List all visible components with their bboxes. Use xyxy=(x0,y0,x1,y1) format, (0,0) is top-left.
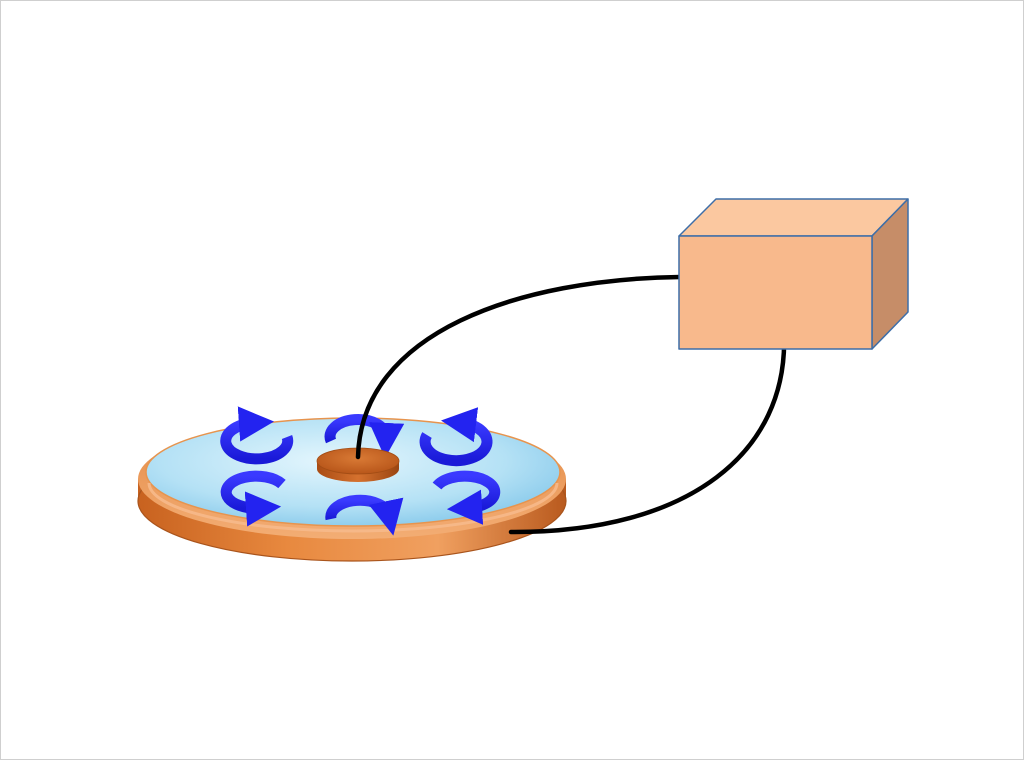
wire-to-electrode xyxy=(355,274,683,460)
center-electrode xyxy=(316,447,400,482)
box-front-face xyxy=(678,235,873,350)
circulation-arrow-top-center xyxy=(324,414,405,459)
circulation-arrows xyxy=(220,406,501,536)
petri-dish xyxy=(137,417,567,562)
circulation-arrow-bottom-center xyxy=(325,494,404,536)
wire-to-rim xyxy=(508,332,787,535)
circulation-arrow-bottom-left xyxy=(220,470,286,527)
power-supply-box xyxy=(678,198,909,350)
circulation-arrow-bottom-right xyxy=(432,470,501,525)
circulation-arrow-top-right xyxy=(419,407,493,467)
circulation-arrow-top-left xyxy=(220,406,294,465)
dish-inner-lip xyxy=(147,482,559,533)
box-top-face xyxy=(678,198,909,237)
